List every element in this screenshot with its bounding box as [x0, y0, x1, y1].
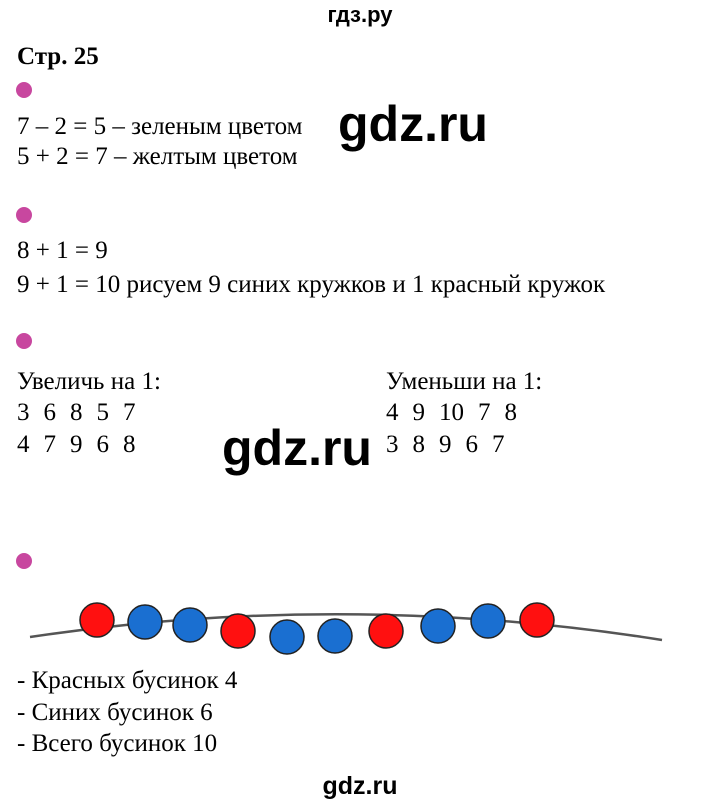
- blue-bead: [317, 618, 353, 654]
- bullet-dot-4: [16, 553, 32, 569]
- number: 8: [123, 431, 136, 458]
- number: 6: [96, 431, 110, 458]
- number: 8: [70, 399, 83, 426]
- blue-bead: [172, 607, 208, 643]
- number: 9: [439, 431, 452, 458]
- number: 3: [386, 431, 399, 458]
- site-footer: gdz.ru: [322, 772, 398, 800]
- number: 7: [123, 399, 136, 426]
- red-bead: [79, 602, 115, 638]
- number: 8: [504, 399, 518, 426]
- watermark: gdz.ru: [338, 96, 488, 152]
- number: 9: [70, 431, 83, 458]
- number: 3: [17, 399, 30, 426]
- blue-bead: [127, 604, 163, 640]
- task1-line-1: 7 – 2 = 5 – зеленым цветом: [17, 113, 303, 140]
- number: 7: [492, 431, 505, 458]
- watermark: gdz.ru: [222, 420, 372, 476]
- task2-line-1: 8 + 1 = 9: [17, 237, 108, 264]
- number: 10: [439, 399, 464, 426]
- bead-thread: [29, 613, 663, 642]
- number: 7: [43, 431, 57, 458]
- decrease-title: Уменьши на 1:: [386, 368, 543, 395]
- increase-title: Увеличь на 1:: [17, 368, 161, 395]
- number: 4: [17, 431, 30, 458]
- blue-bead: [269, 619, 305, 655]
- red-bead: [220, 613, 256, 649]
- red-bead: [368, 613, 404, 649]
- number: 7: [478, 399, 491, 426]
- number: 6: [465, 431, 479, 458]
- blue-bead: [420, 608, 456, 644]
- beads-group: [79, 602, 555, 655]
- bullet-dot-2: [16, 207, 32, 223]
- blue-beads-line: - Синих бусинок 6: [17, 699, 213, 726]
- bullet-dot-3: [16, 333, 32, 349]
- task2-line-2: 9 + 1 = 10 рисуем 9 синих кружков и 1 кр…: [17, 271, 606, 298]
- page-title: Стр. 25: [17, 43, 99, 70]
- bullet-dot-1: [16, 82, 32, 98]
- red-beads-line: - Красных бусинок 4: [17, 667, 238, 694]
- number: 9: [412, 399, 426, 426]
- blue-bead: [470, 603, 506, 639]
- task1-line-2: 5 + 2 = 7 – желтым цветом: [17, 143, 298, 170]
- red-bead: [519, 602, 555, 638]
- number: 6: [43, 399, 57, 426]
- number: 5: [96, 399, 110, 426]
- total-beads-line: - Всего бусинок 10: [17, 730, 218, 757]
- number: 8: [412, 431, 426, 458]
- site-header: гдз.ру: [327, 2, 393, 27]
- number: 4: [386, 399, 399, 426]
